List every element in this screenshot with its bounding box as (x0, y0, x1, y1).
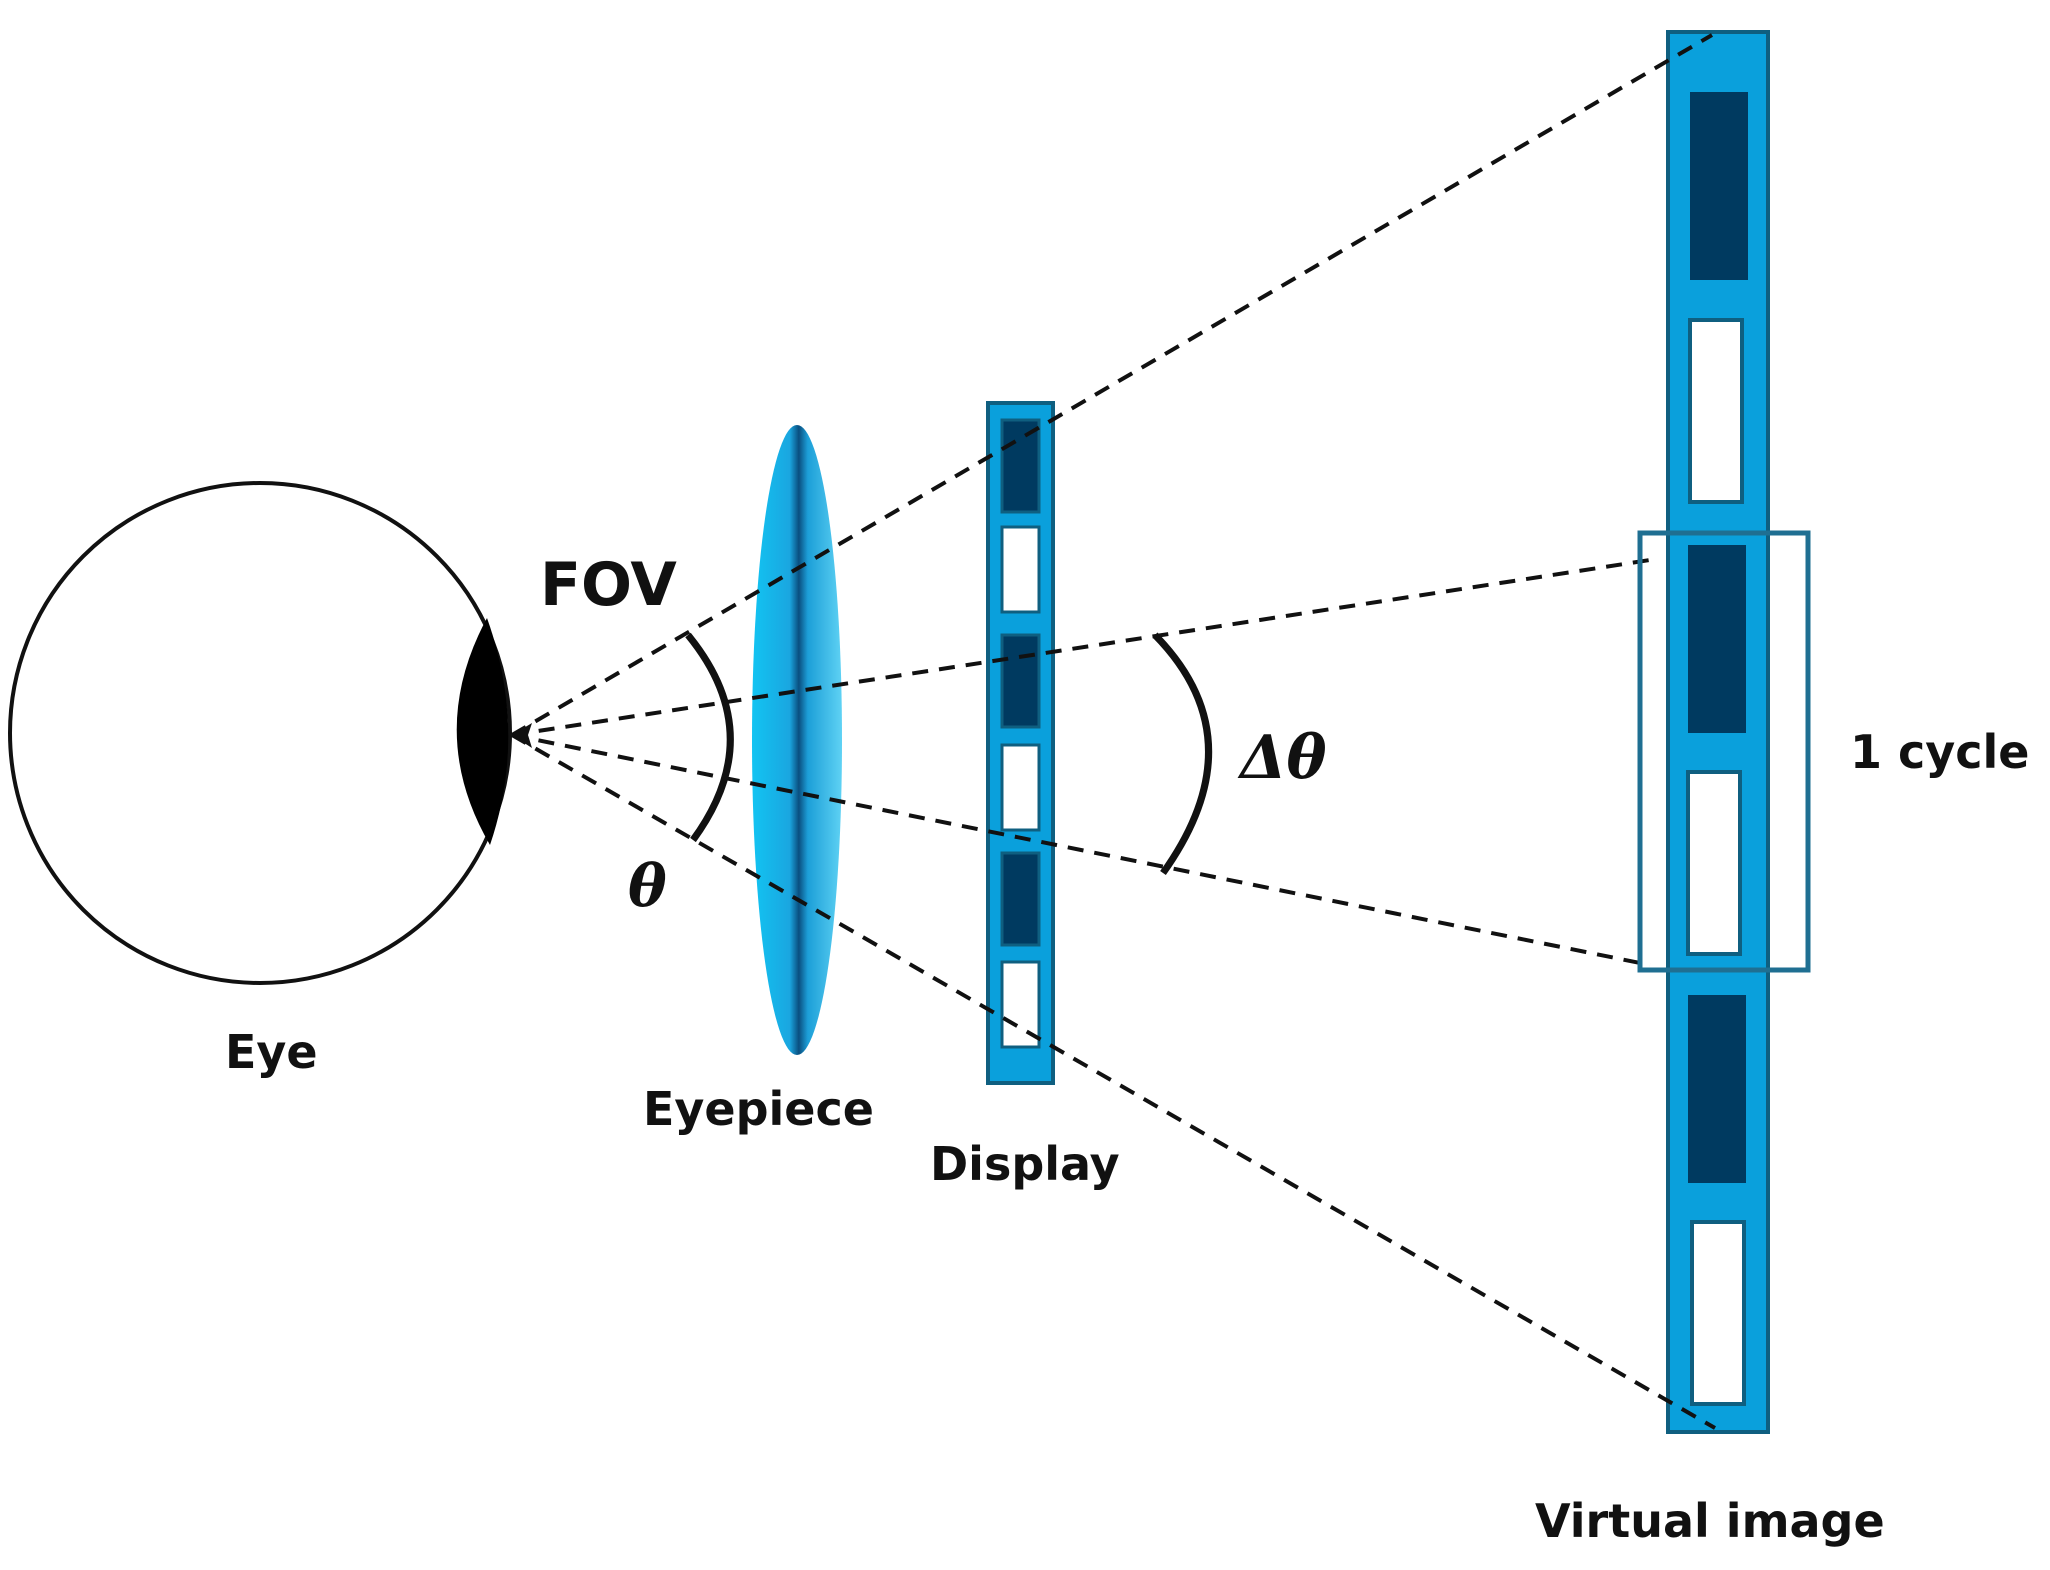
display-pixel-light (1000, 525, 1041, 614)
virtual-pixel-light (1690, 1220, 1746, 1406)
ray-top (510, 33, 1714, 737)
ray-bottom (511, 733, 1716, 1430)
virtual-pixel-light (1688, 318, 1744, 504)
fov-arc (685, 632, 734, 843)
eye-label: Eye (225, 1025, 318, 1079)
ray-cycle-top (511, 558, 1651, 737)
display-label: Display (930, 1137, 1120, 1191)
delta-theta-label: Δθ (1237, 723, 1327, 793)
display-pixel-dark (1000, 418, 1041, 514)
display-pixel-light (1000, 743, 1041, 832)
display-pixel-dark (1000, 851, 1041, 947)
one-cycle-box (1637, 530, 1811, 973)
eye-lens-pupil (456, 618, 509, 845)
fov-label: FOV (540, 550, 677, 620)
virtual-pixel-dark (1688, 545, 1746, 733)
eyepiece-lens (752, 425, 842, 1055)
eye (8, 481, 512, 985)
display-panel (986, 401, 1055, 1085)
ray-convergence-arrowhead (512, 723, 532, 748)
virtual-pixel-dark (1690, 92, 1748, 280)
delta-theta-arc (1152, 632, 1213, 876)
rays (510, 33, 1716, 1430)
one-cycle-label: 1 cycle (1850, 725, 2030, 779)
virtual-pixel-dark (1688, 995, 1746, 1183)
theta-label: θ (628, 852, 667, 920)
display-frame (986, 401, 1055, 1085)
virtual-pixel-light (1686, 770, 1742, 956)
eyepiece-label: Eyepiece (643, 1082, 874, 1136)
eyeball-outline (8, 481, 512, 985)
display-pixel-dark (1000, 633, 1041, 729)
ray-cycle-bottom (511, 733, 1651, 967)
virtual-image-panel (1666, 30, 1770, 1434)
virtual-image-label: Virtual image (1535, 1494, 1885, 1548)
